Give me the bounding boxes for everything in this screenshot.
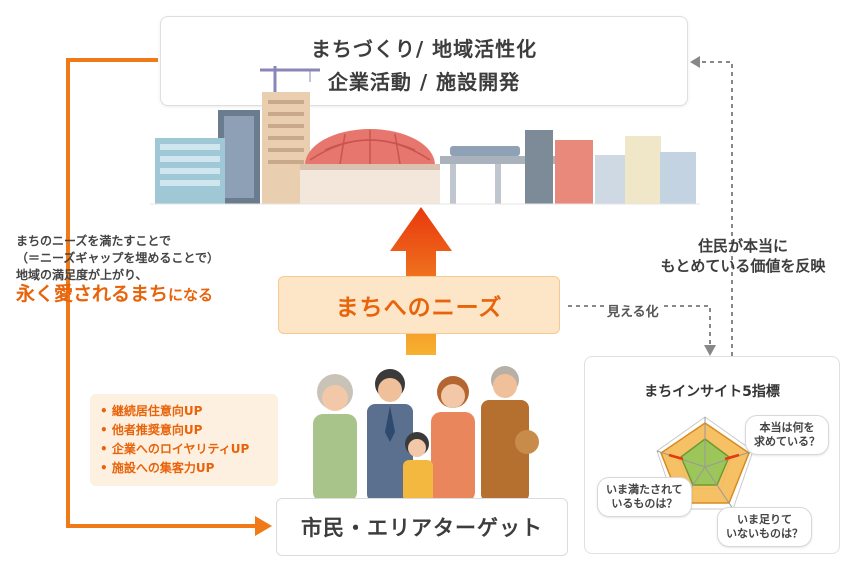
citizen-target-box: 市民・エリアターゲット [276,498,568,556]
left-line-1: まちのニーズを満たすことで [16,234,172,248]
effect-item: • 施設への集客力UP [100,461,215,475]
bubble-satisfied: いま満たされているものは？ [597,477,692,517]
left-line-2: （＝ニーズギャップを埋めることで） [16,251,220,265]
cityscape-illustration [150,66,700,205]
left-description: まちのニーズを満たすことで （＝ニーズギャップを埋めることで） 地域の満足度が上… [16,233,276,305]
visualize-label: 見える化 [604,301,662,320]
needs-label: まちへのニーズ [335,295,503,321]
left-suffix: になる [168,286,214,304]
people-illustration [313,366,539,502]
reflect-line-1: 住民が本当に [697,237,788,255]
needs-box: まちへのニーズ [278,276,560,334]
citizen-label: 市民・エリアターゲット [301,516,543,540]
goal-line-1: まちづくり/ 地域活性化 [310,37,538,61]
left-emphasis: 永く愛されるまち [16,283,169,305]
reflect-description: 住民が本当に もとめている価値を反映 [648,236,838,276]
left-flow-arrow [66,58,272,536]
effect-item: • 他者推奨意向UP [100,423,203,437]
feedback-dashed-arrow [568,56,733,356]
left-line-3: 地域の満足度が上がり、 [16,268,148,282]
effect-item: • 継続居住意向UP [100,404,203,418]
effect-item: • 企業へのロイヤリティUP [100,442,250,456]
goal-line-2: 企業活動 / 施設開発 [327,70,521,94]
bubble-what-needed: 本当は何を求めている？ [745,415,829,455]
effects-box: • 継続居住意向UP • 他者推奨意向UP • 企業へのロイヤリティUP • 施… [90,394,278,486]
bubble-lacking: いま足りていないものは？ [717,507,812,547]
reflect-line-2: もとめている価値を反映 [660,257,826,275]
goal-box: まちづくり/ 地域活性化 企業活動 / 施設開発 [160,16,688,106]
insight-panel: まちインサイト5指標 本当は何を求めている？ いま満たされているものは？ いま足… [584,356,840,554]
insight-title: まちインサイト5指標 [644,384,780,400]
